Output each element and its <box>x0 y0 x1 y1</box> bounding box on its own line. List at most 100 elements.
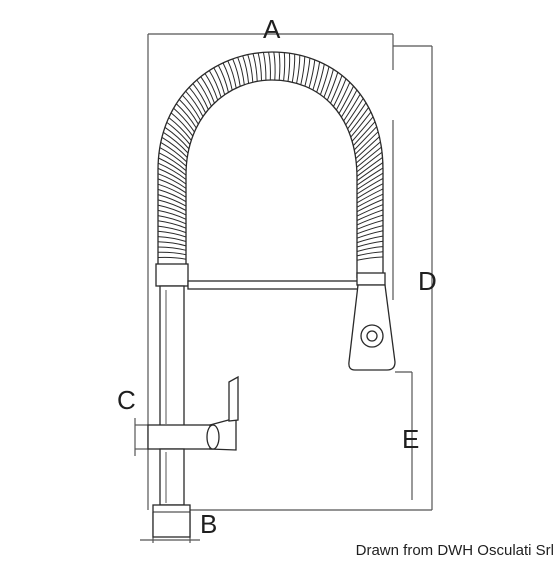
hose-coil-winding <box>356 177 384 195</box>
hose-coil-winding <box>356 157 383 177</box>
hose-coil-winding <box>268 52 271 81</box>
hose-coil-winding <box>356 193 384 208</box>
hose-coil-winding <box>247 54 254 83</box>
hose-coil-winding <box>355 136 380 159</box>
hose-coil-winding <box>304 58 311 87</box>
hose-coil-winding <box>157 199 187 211</box>
hose-coil-winding <box>356 235 384 244</box>
credit-text: Drawn from DWH Osculati Srl <box>356 542 554 559</box>
hose-coil-winding <box>161 136 188 158</box>
hose-coil-winding <box>356 162 384 182</box>
hose-coil-winding <box>175 103 197 129</box>
hose-coil-winding <box>157 251 187 256</box>
hose-coil-winding <box>356 198 384 213</box>
hose-coil-winding <box>185 90 204 117</box>
hose-coil-winding <box>232 58 241 87</box>
hose-coil-winding <box>157 246 187 251</box>
hose-coil-winding <box>300 56 306 85</box>
hose-coil-winding <box>160 141 188 163</box>
hose-coil-winding <box>356 151 383 173</box>
spray-head <box>348 272 396 371</box>
hose-coil-winding <box>356 167 384 186</box>
hose-coil-winding <box>296 55 301 84</box>
hose-coil-winding <box>356 240 384 248</box>
riser-pipe <box>159 285 185 427</box>
hose-coil-winding <box>356 204 384 217</box>
hose-coil-winding <box>157 173 187 189</box>
hose-coil-winding <box>356 225 384 235</box>
hose-coil-winding <box>356 251 384 257</box>
hose-coil-winding <box>157 241 187 247</box>
hose-coil-winding <box>356 209 384 221</box>
hose-coil-winding <box>158 162 187 180</box>
hose-coil-winding <box>159 147 187 167</box>
hose-coil-winding <box>326 72 339 101</box>
lower-pillar <box>159 448 185 506</box>
base-nut <box>152 504 191 538</box>
hose-coil-winding <box>213 67 226 95</box>
hose-coil-winding <box>330 75 343 104</box>
hose-coil-winding <box>157 194 187 207</box>
hose-coil-winding <box>354 131 379 155</box>
hose-coil-winding <box>335 82 351 111</box>
dimension-b-label: B <box>200 509 217 539</box>
hose-outline-inner <box>185 79 358 278</box>
hose-coils <box>157 51 384 261</box>
hose-coil-winding <box>356 256 384 261</box>
hose-coil-winding <box>319 66 330 95</box>
hose-coil-winding <box>157 188 187 203</box>
hose-coil-winding <box>353 126 378 151</box>
hose-coil-winding <box>356 246 384 252</box>
hose-coil-winding <box>351 116 374 142</box>
hose-coil-winding <box>355 141 381 164</box>
mixer-handle-joint <box>206 424 220 450</box>
spray-button-inner <box>366 330 378 342</box>
hose-coil-winding <box>178 99 199 125</box>
hose-coil-winding <box>356 219 384 230</box>
spring-hose <box>157 51 384 278</box>
hose-coil-winding <box>196 79 212 107</box>
hose-coil-winding <box>158 152 187 172</box>
hose-coil-winding <box>164 126 190 150</box>
hose-coil-winding <box>345 98 364 126</box>
hose-coil-winding <box>347 102 367 130</box>
hose-coil-winding <box>333 78 347 107</box>
hose-coil-winding <box>170 112 194 137</box>
mixer-lever <box>228 375 239 422</box>
hose-coil-winding <box>252 53 258 82</box>
hose-coil-winding <box>242 55 250 84</box>
hose-coil-winding <box>323 69 334 98</box>
hose-coil-winding <box>316 64 325 93</box>
hose-coil-winding <box>217 65 229 93</box>
hose-outline-outer <box>157 51 384 278</box>
hose-coil-winding <box>356 214 384 226</box>
dimension-e-label: E <box>402 424 419 454</box>
spray-head-collar <box>356 272 386 286</box>
hose-coil-winding <box>356 230 384 239</box>
hose-coil-winding <box>157 236 187 242</box>
hose-coil-winding <box>163 131 189 154</box>
hose-coil-winding <box>350 111 372 138</box>
hose-coil-winding <box>352 121 376 146</box>
hose-coil-winding <box>312 61 321 91</box>
hose-coil-winding <box>192 83 209 110</box>
hose-coil-winding <box>157 167 187 185</box>
hose-coil-winding <box>227 60 237 89</box>
hose-coil-winding <box>340 89 358 118</box>
hose-coil-winding <box>222 62 233 91</box>
hose-coil-winding <box>208 70 222 98</box>
hose-coil-winding <box>356 183 384 199</box>
hose-coil-winding <box>158 157 187 176</box>
hose-coil-winding <box>287 53 291 82</box>
dimension-d-label: D <box>418 266 437 296</box>
hose-coil-winding <box>166 121 191 145</box>
spout-support-bar <box>187 280 359 290</box>
hose-coil-winding <box>173 107 195 133</box>
hose-coil-winding <box>273 51 276 81</box>
hose-coil-winding <box>157 256 187 260</box>
hose-coil-winding <box>157 178 187 194</box>
hose-coil-winding <box>204 73 219 101</box>
hose-coil-winding <box>182 94 201 121</box>
